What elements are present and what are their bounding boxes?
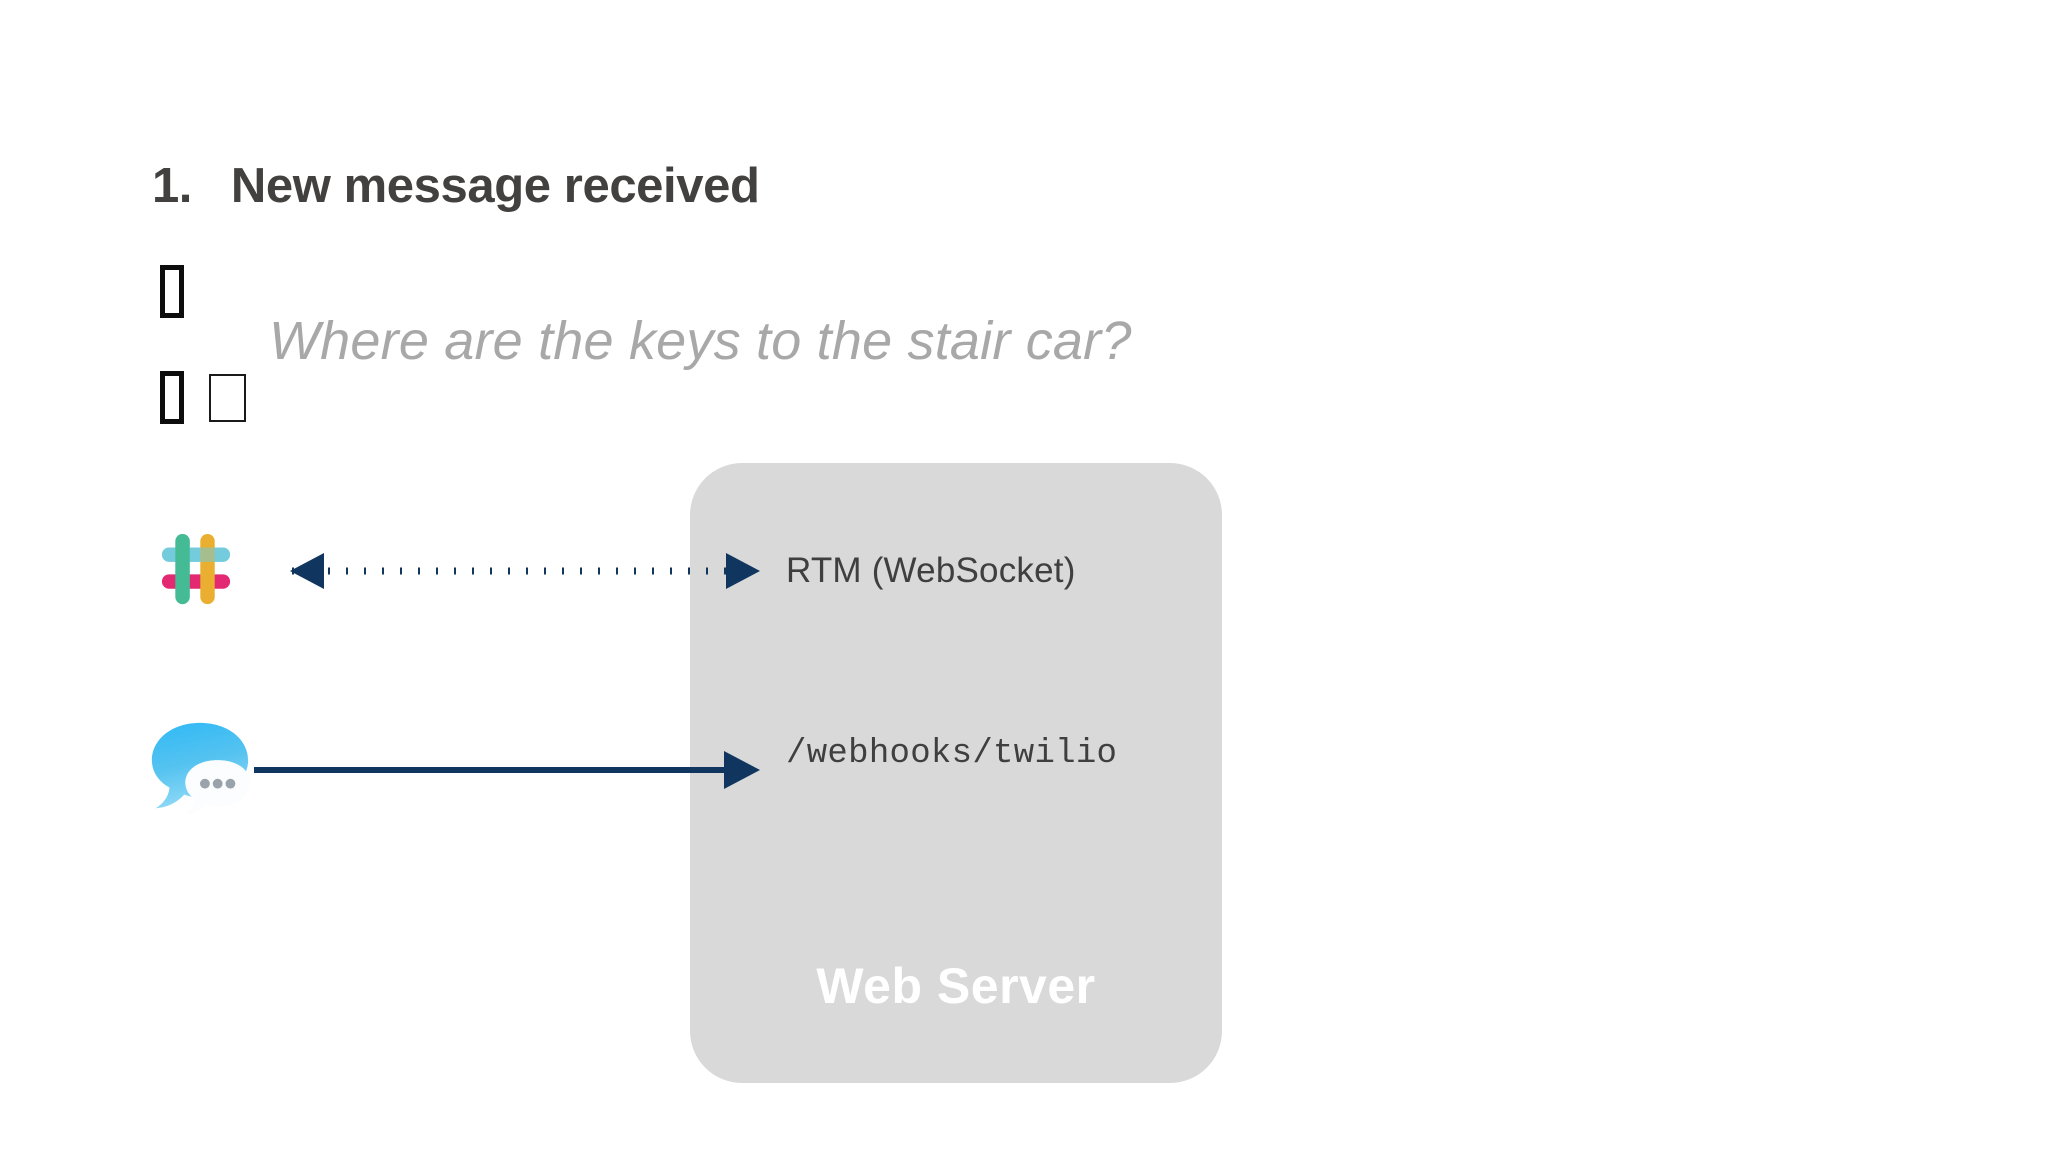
missing-glyph-box-icon bbox=[160, 265, 184, 318]
web-server-label: Web Server bbox=[816, 958, 1096, 1014]
web-server-panel: Web Server bbox=[690, 463, 1222, 1083]
endpoint-label-webhook: /webhooks/twilio bbox=[786, 735, 1118, 773]
connector-rtm bbox=[240, 541, 770, 601]
page-title: 1. New message received bbox=[152, 158, 760, 214]
emoji-placeholder-row-2 bbox=[160, 371, 246, 424]
missing-glyph-box-icon bbox=[209, 373, 246, 422]
endpoint-label-rtm: RTM (WebSocket) bbox=[786, 551, 1076, 590]
missing-glyph-box-icon bbox=[160, 371, 184, 424]
emoji-placeholder-row-1 bbox=[160, 265, 184, 318]
messages-icon bbox=[146, 712, 254, 824]
heading-title: New message received bbox=[230, 159, 760, 213]
heading-number: 1. bbox=[152, 159, 192, 213]
message-quote: Where are the keys to the stair car? bbox=[269, 311, 1132, 371]
connector-webhook bbox=[240, 740, 770, 800]
slack-icon bbox=[148, 522, 244, 618]
